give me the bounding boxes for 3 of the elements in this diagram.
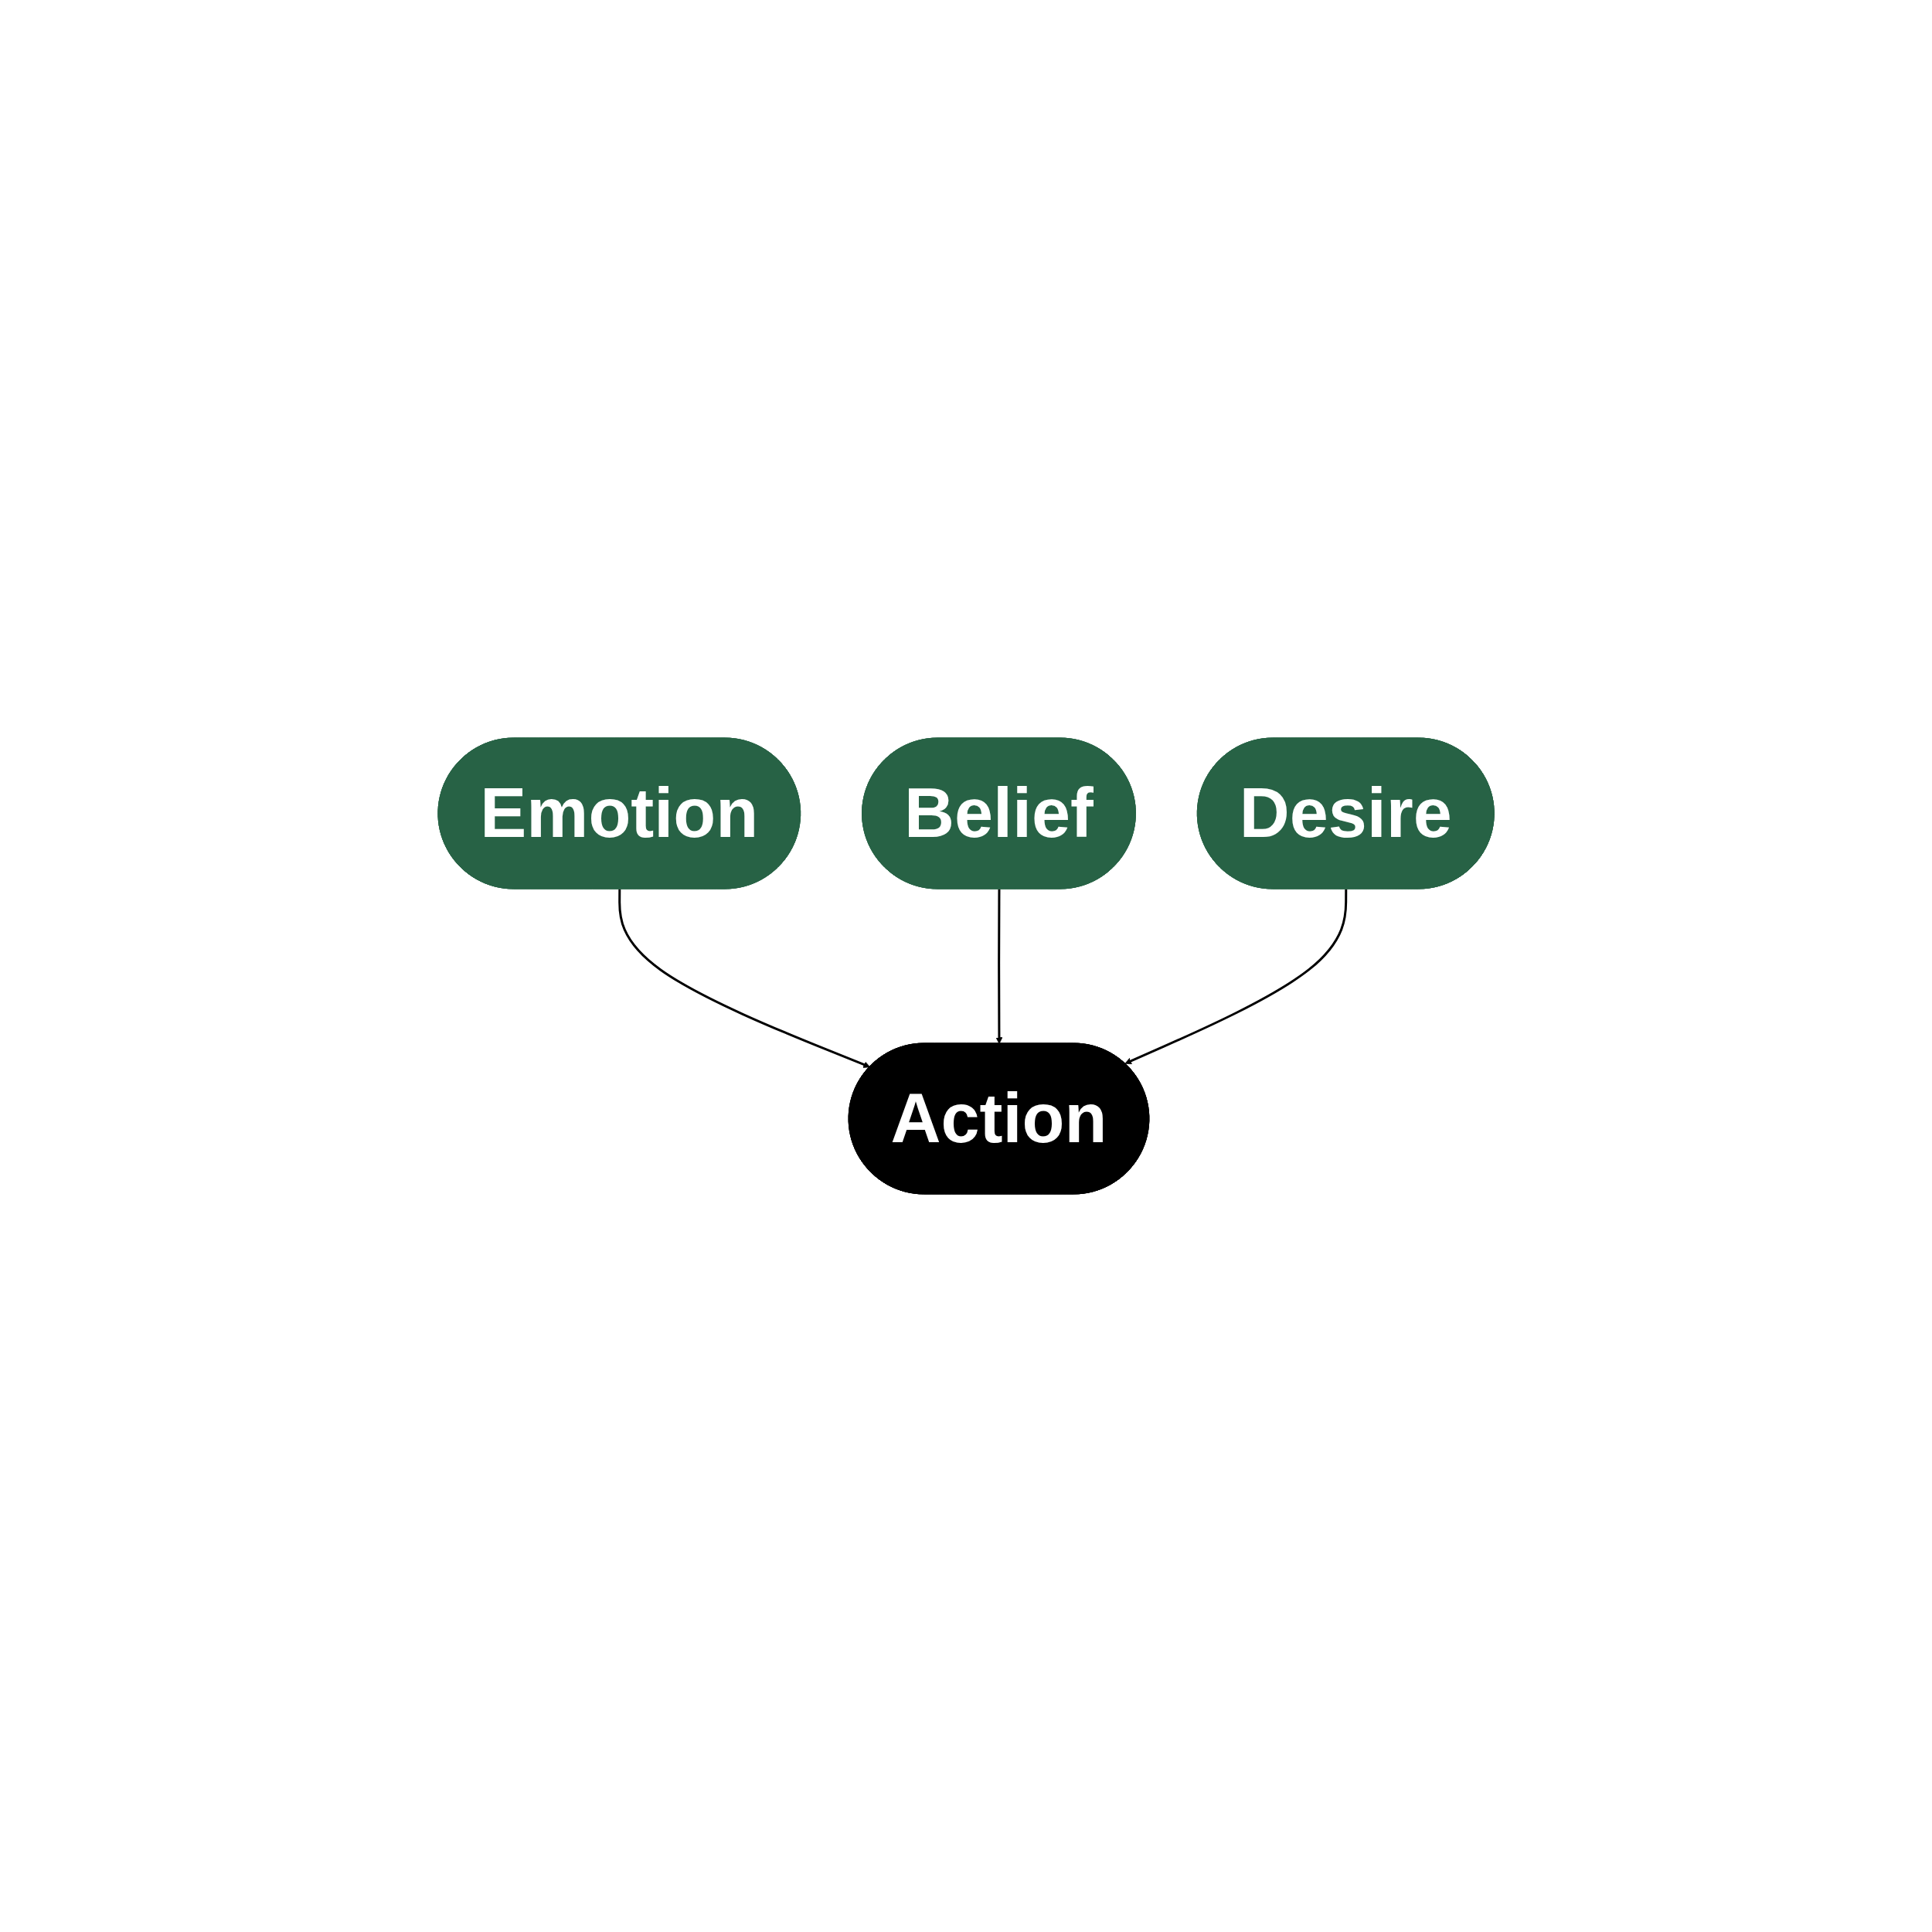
arrow [618,889,870,1068]
arrow [995,889,1003,1044]
arrow [1124,889,1348,1065]
